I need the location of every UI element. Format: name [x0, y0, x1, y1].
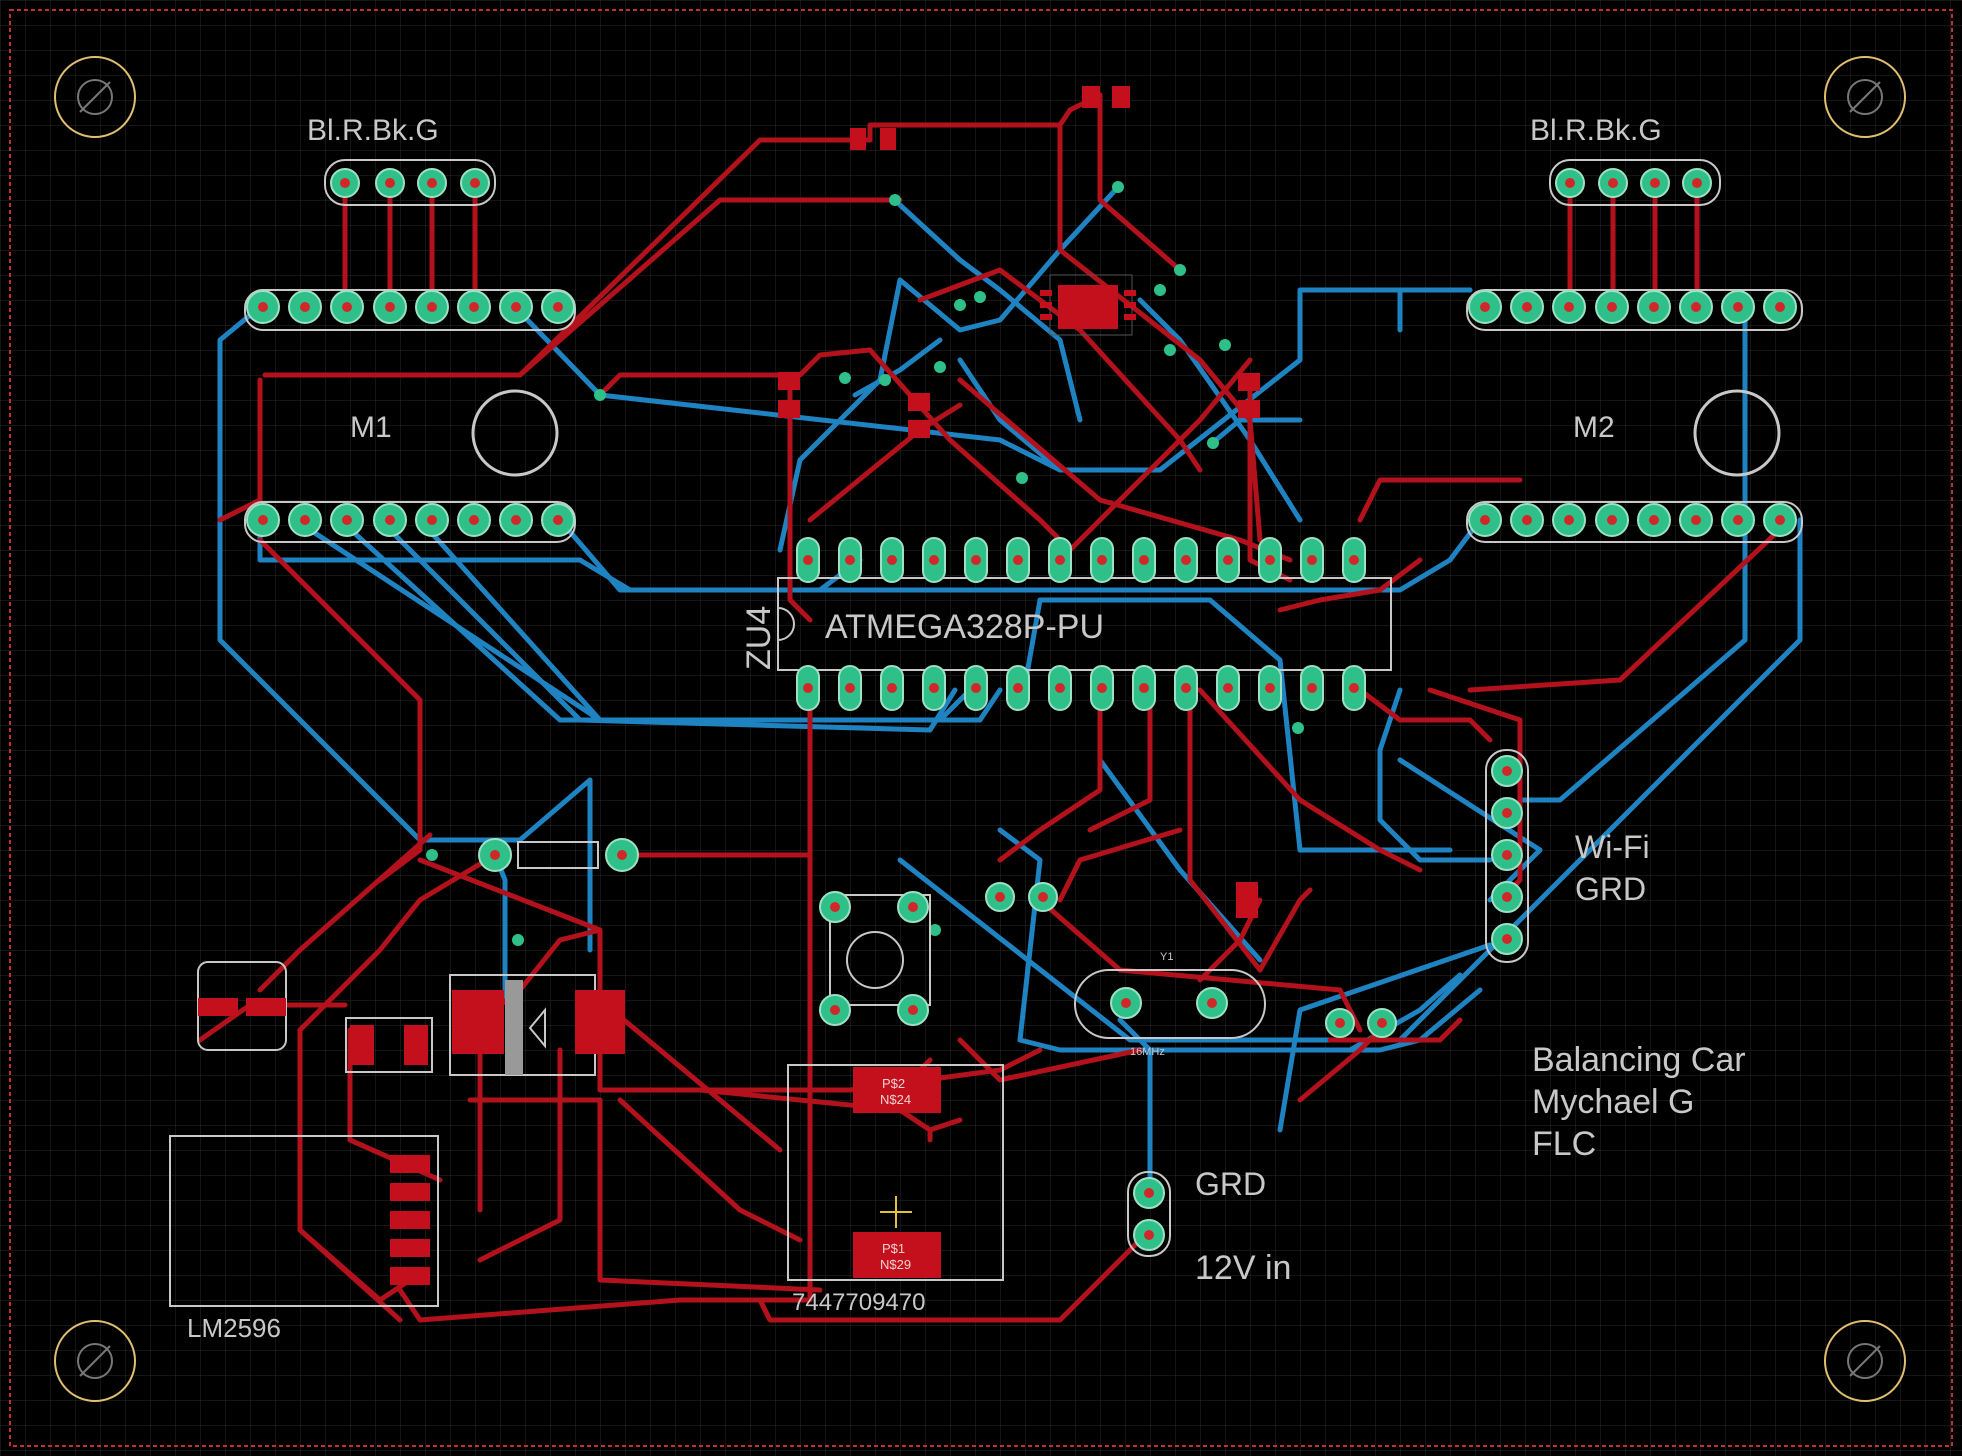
inductor-pad2-net: N$29: [880, 1257, 911, 1272]
header-m1-top[interactable]: [244, 289, 576, 331]
ceramic-capacitor[interactable]: [985, 882, 1058, 912]
mcu-ref-label: ZU4: [740, 606, 778, 670]
credit-line-1: Balancing Car: [1532, 1041, 1746, 1079]
power-in-label: 12V in: [1195, 1249, 1291, 1287]
motor-m1-label: M1: [350, 411, 392, 444]
lm2596-label: LM2596: [187, 1313, 281, 1343]
credit-line-2: Mychael G: [1532, 1083, 1695, 1121]
mounting-hole-top-left: [54, 56, 136, 138]
mounting-hole-bottom-left: [54, 1320, 136, 1402]
connector-right-4pin[interactable]: [1549, 159, 1721, 206]
through-hole-resistor[interactable]: [478, 838, 639, 872]
smd-capacitor-4u7[interactable]: [345, 1017, 433, 1073]
wifi-header[interactable]: [1485, 749, 1529, 963]
connector-left-4pin[interactable]: [324, 159, 496, 206]
mounting-hole-bottom-right: [1824, 1320, 1906, 1402]
motor-m2-mount-circle: [1693, 389, 1781, 477]
crystal-label: Y1: [1160, 951, 1173, 963]
smd-resistor-r1[interactable]: [778, 372, 800, 418]
inductor-7447709470[interactable]: [787, 1064, 1004, 1281]
inductor-label: 7447709470: [792, 1289, 925, 1316]
vias: [426, 181, 1304, 946]
motor-m1-mount-circle: [471, 389, 559, 477]
two-pin-component[interactable]: [1325, 1008, 1397, 1038]
crystal-y1[interactable]: [1074, 969, 1266, 1039]
smd-led[interactable]: [1236, 882, 1258, 918]
smd-capacitor-c1[interactable]: [850, 128, 896, 150]
crystal-value-label: 16MHz: [1130, 1046, 1165, 1058]
board-outline: [9, 9, 1953, 1447]
wifi-grd-label: GRD: [1575, 871, 1646, 907]
header-m1-bottom[interactable]: [244, 501, 576, 543]
inductor-pad1-label: P$2: [882, 1076, 905, 1091]
header-m2-top[interactable]: [1466, 289, 1803, 331]
smd-resistor-r2[interactable]: [908, 393, 930, 438]
mounting-hole-top-right: [1824, 56, 1906, 138]
top-layer-traces: [197, 92, 1793, 1323]
power-grd-label: GRD: [1195, 1166, 1266, 1202]
header-m2-bottom[interactable]: [1466, 501, 1803, 543]
smd-ic-accelerometer[interactable]: [1040, 274, 1136, 336]
smd-capacitor-c3[interactable]: [1082, 86, 1130, 108]
power-input-header[interactable]: [1127, 1171, 1171, 1257]
mcu-bottom-pins: [796, 665, 1366, 711]
wifi-label: Wi-Fi: [1575, 829, 1650, 865]
inductor-pad1-net: N$24: [880, 1092, 911, 1107]
lm2596-regulator[interactable]: [169, 1135, 439, 1307]
schottky-diode-d1[interactable]: [449, 974, 625, 1076]
motor-m2-label: M2: [1573, 411, 1615, 444]
atmega328p-chip[interactable]: [777, 537, 1392, 711]
inductor-pad2-label: P$1: [882, 1241, 905, 1256]
mcu-top-pins: [796, 537, 1366, 583]
credit-line-3: FLC: [1532, 1125, 1596, 1163]
smd-capacitor-c2[interactable]: [1238, 373, 1260, 418]
electrolytic-capacitor-c4[interactable]: [197, 961, 287, 1051]
connector-left-label: Bl.R.Bk.G: [307, 114, 439, 147]
reset-push-button[interactable]: [819, 891, 931, 1026]
mounting-holes: [54, 56, 1906, 1402]
connector-right-label: Bl.R.Bk.G: [1530, 114, 1662, 147]
mcu-label: ATMEGA328P-PU: [825, 608, 1104, 646]
